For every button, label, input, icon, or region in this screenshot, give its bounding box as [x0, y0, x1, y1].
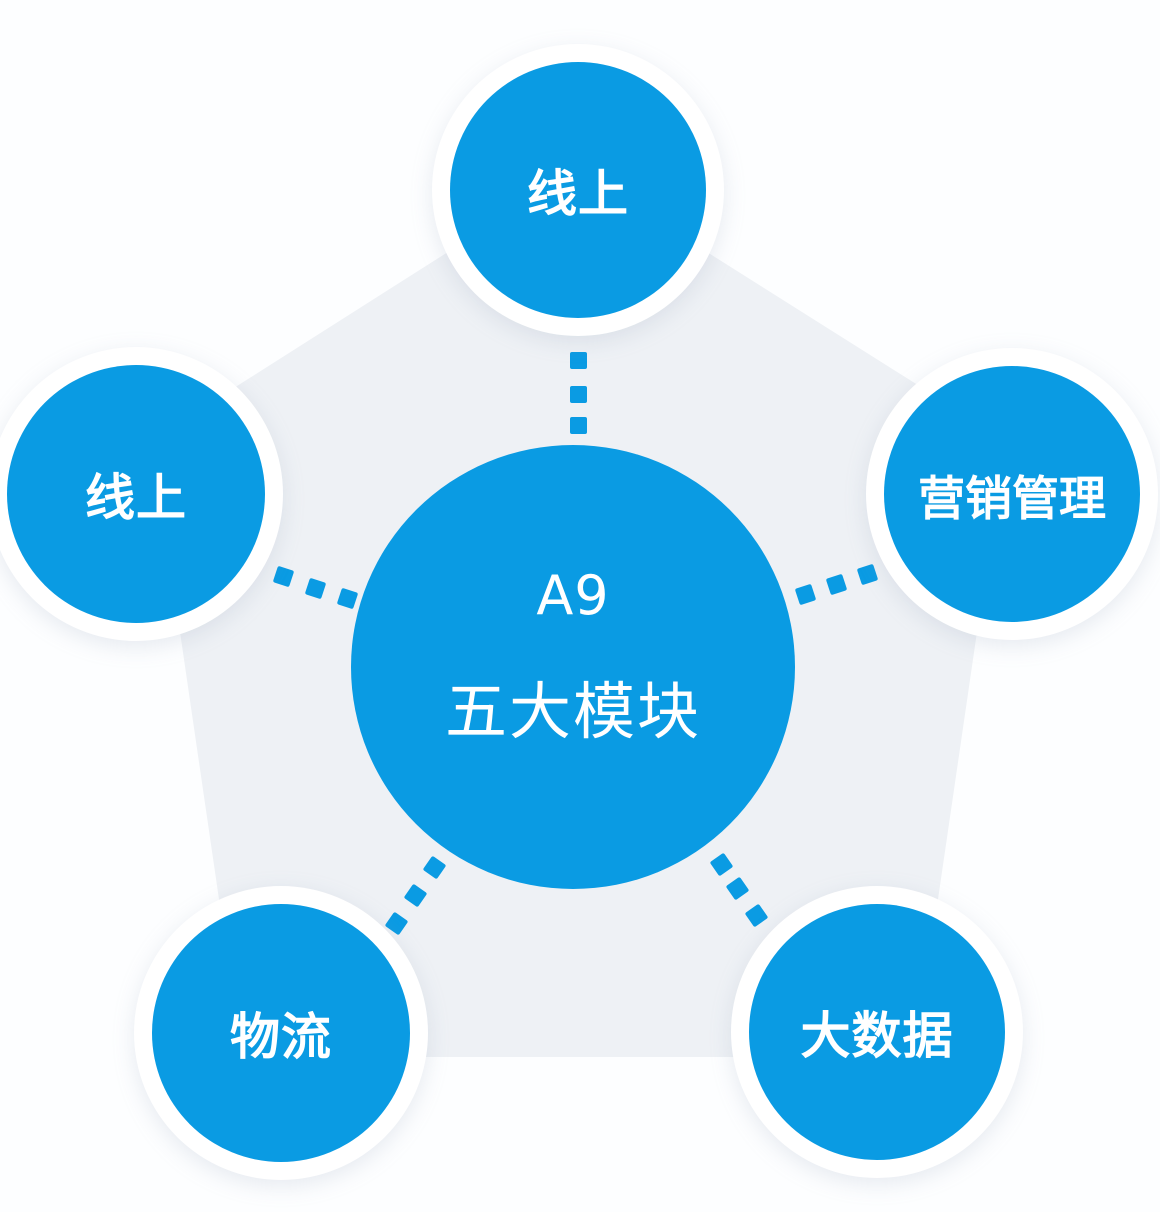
node-label: 线上 [527, 165, 629, 223]
node-top-online: 线上 [450, 62, 706, 318]
connector-dot [570, 417, 587, 434]
center-subtitle: 五大模块 [444, 674, 701, 748]
node-label: 大数据 [800, 1007, 954, 1065]
node-label: 营销管理 [918, 471, 1106, 527]
connector-dot [570, 352, 587, 369]
center-hub: A9 五大模块 [351, 445, 795, 889]
node-big-data: 大数据 [749, 904, 1005, 1160]
node-logistics: 物流 [152, 904, 410, 1162]
node-label: 线上 [85, 469, 187, 527]
node-label: 物流 [230, 1008, 332, 1066]
node-marketing-management: 营销管理 [884, 366, 1140, 622]
node-left-online: 线上 [7, 365, 265, 623]
connector-dot [570, 386, 587, 403]
center-title: A9 [536, 563, 610, 627]
